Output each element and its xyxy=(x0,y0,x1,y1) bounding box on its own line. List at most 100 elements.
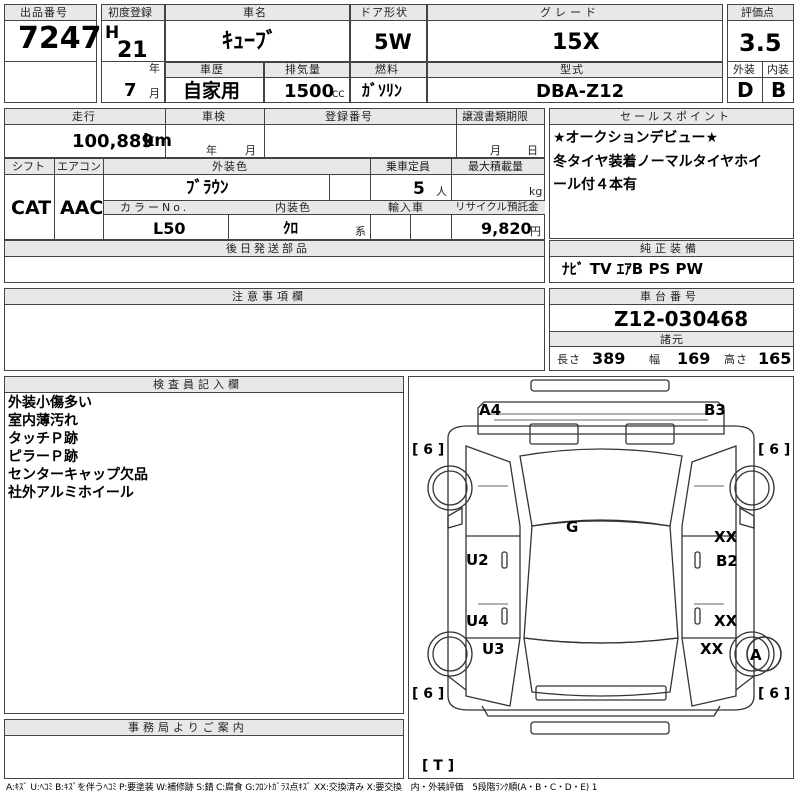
score-label: 評価点 xyxy=(741,6,774,19)
car-diagram-box xyxy=(408,376,794,779)
inspector-label: 検査員記入欄 xyxy=(153,378,243,391)
kg-unit: kg xyxy=(529,185,543,198)
later-parts-label: 後日発送部品 xyxy=(226,242,310,255)
mark-g: G xyxy=(566,518,578,536)
width-label: 幅 xyxy=(649,353,661,366)
month-unit: 月 xyxy=(149,87,161,100)
displacement-box xyxy=(264,62,350,103)
sales-point-line-2: 冬タイヤ装着ノーマルタイヤホイ xyxy=(553,154,763,170)
inspector-note-6: 社外アルミホイール xyxy=(8,485,134,501)
sales-point-box xyxy=(549,108,794,239)
chassis-box xyxy=(549,288,794,371)
inspection-year: 年 xyxy=(206,144,218,157)
height-label: 高さ xyxy=(724,353,748,366)
transfer-docs-label: 譲渡書類期限 xyxy=(462,110,528,123)
tire-front-left: [ 6 ] xyxy=(412,442,444,458)
model-label: 型式 xyxy=(560,63,584,76)
sales-point-line-3: ール付４本有 xyxy=(553,177,637,193)
month-value: 7 xyxy=(124,80,137,101)
first-reg-box xyxy=(101,4,165,103)
max-load-label: 最大積載量 xyxy=(468,160,523,173)
legend: A:ｷｽﾞ U:ﾍｺﾐ B:ｷｽﾞを伴うﾍｺﾐ P:要塗装 W:補修跡 S:錆 … xyxy=(6,783,598,793)
model-value: DBA-Z12 xyxy=(536,81,625,102)
tire-rear-right: [ 6 ] xyxy=(758,686,790,702)
fuel-label: 燃料 xyxy=(375,63,399,76)
interior-label: 内装 xyxy=(767,63,789,76)
inspection-label: 車検 xyxy=(202,110,226,123)
sales-point-label: セールスポイント xyxy=(620,110,732,123)
interior-value: B xyxy=(771,78,787,102)
inspector-note-5: センターキャップ欠品 xyxy=(8,467,148,483)
ext-color-label: 外装色 xyxy=(212,160,248,173)
shift-block xyxy=(4,158,545,240)
inspector-box xyxy=(4,376,404,714)
door-value: 5W xyxy=(374,30,412,54)
fuel-value: ｶﾞｿﾘﾝ xyxy=(362,81,403,100)
transfer-day: 日 xyxy=(527,144,539,157)
height-value: 165 xyxy=(758,349,792,368)
person-unit: 人 xyxy=(436,185,448,198)
car-name-label: 車名 xyxy=(243,6,267,19)
mileage-box xyxy=(4,108,545,158)
import-label: 輸入車 xyxy=(388,201,424,214)
capacity-label: 乗車定員 xyxy=(386,160,430,173)
reg-no-label: 登録番号 xyxy=(325,110,373,123)
exterior-value: D xyxy=(737,78,754,102)
sales-point-line-1: ★オークションデビュー★ xyxy=(553,130,719,146)
tire-rear-left: [ 6 ] xyxy=(412,686,444,702)
first-reg-label: 初度登録 xyxy=(108,6,152,19)
length-value: 389 xyxy=(592,349,626,368)
mark-a4: A4 xyxy=(479,401,501,419)
km-unit: km xyxy=(143,131,173,151)
inspector-note-3: タッチＰ跡 xyxy=(8,431,78,447)
mark-a: A xyxy=(750,646,762,664)
aircon-label: エアコン xyxy=(57,160,101,173)
color-no-value: L50 xyxy=(153,219,186,238)
inspector-note-2: 室内薄汚れ xyxy=(8,413,78,429)
mark-xx-2: XX xyxy=(714,612,738,630)
grade-value: 15X xyxy=(552,30,600,55)
lot-no-box xyxy=(4,4,97,103)
door-label: ドア形状 xyxy=(360,6,408,19)
mileage-value: 100,889 xyxy=(72,131,154,152)
displacement-value: 1500 xyxy=(284,81,335,102)
car-name-box xyxy=(165,4,350,62)
shift-value: CAT xyxy=(11,197,52,219)
tire-front-right: [ 6 ] xyxy=(758,442,790,458)
color-no-label: カラーNo. xyxy=(120,201,190,214)
score-box xyxy=(727,4,794,103)
lot-no-label: 出品番号 xyxy=(20,6,68,19)
later-parts-box xyxy=(4,240,545,283)
capacity-value: 5 xyxy=(413,179,425,199)
fuel-box xyxy=(350,62,427,103)
office-box xyxy=(4,719,404,779)
model-box xyxy=(427,62,723,103)
grade-box xyxy=(427,4,723,62)
era-value: H xyxy=(105,23,120,43)
mileage-label: 走行 xyxy=(72,110,96,123)
car-diagram: A4 B3 G XX B2 U2 U4 XX U3 XX A [ 6 ] [ 6… xyxy=(412,379,790,774)
spare-tire: [ T ] xyxy=(422,758,454,774)
recycle-label: リサイクル預託金 xyxy=(455,201,539,213)
history-value: 自家用 xyxy=(183,80,241,102)
mark-u2: U2 xyxy=(466,551,489,569)
mark-u3: U3 xyxy=(482,640,505,658)
inspector-note-4: ピラーＰ跡 xyxy=(8,449,78,465)
width-value: 169 xyxy=(677,349,711,368)
chassis-no-label: 車台番号 xyxy=(640,290,700,303)
score-value: 3.5 xyxy=(739,29,782,57)
year-value: 21 xyxy=(117,38,148,63)
inspection-month: 月 xyxy=(245,144,257,157)
yen-unit: 円 xyxy=(530,225,542,238)
ext-color-value: ﾌﾞﾗｳﾝ xyxy=(186,178,229,198)
specs-label: 諸元 xyxy=(660,333,684,346)
mark-xx-3: XX xyxy=(700,640,724,658)
kei-unit: 系 xyxy=(355,225,367,238)
mark-b2: B2 xyxy=(716,552,738,570)
int-color-label: 内装色 xyxy=(275,201,311,214)
history-label: 車歴 xyxy=(200,63,224,76)
displacement-label: 排気量 xyxy=(285,63,321,76)
genuine-equip-box xyxy=(549,240,794,283)
mark-xx-1: XX xyxy=(714,528,738,546)
shift-label: シフト xyxy=(12,160,45,173)
